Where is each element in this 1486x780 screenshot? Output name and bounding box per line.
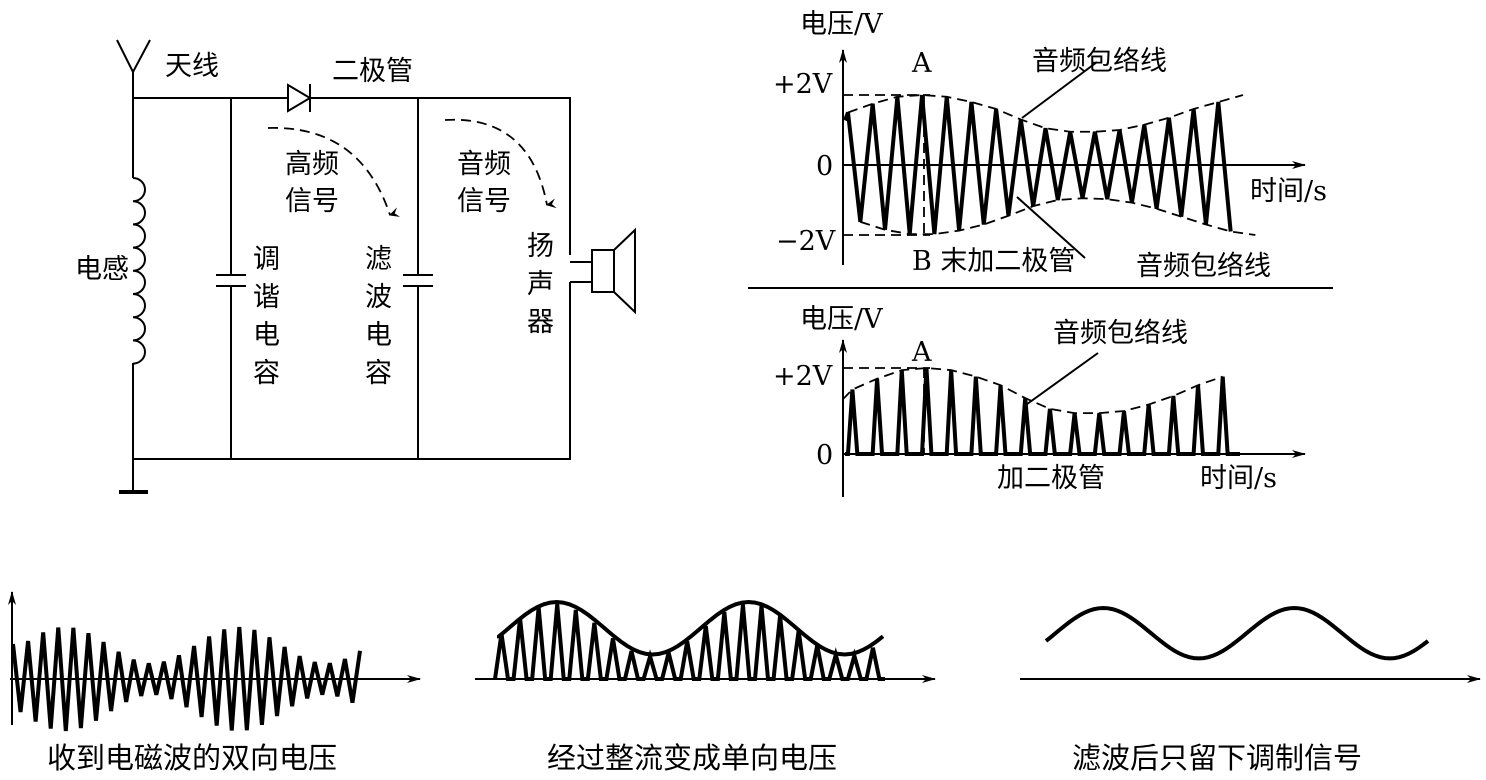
inductor-label: 电感 [75, 254, 129, 285]
svg-text:滤: 滤 [365, 244, 392, 275]
y-axis-label: 电压/V [800, 9, 883, 40]
svg-text:波: 波 [365, 282, 392, 313]
svg-text:信号: 信号 [285, 186, 339, 217]
y-tick-label: −2V [776, 226, 836, 257]
svg-text:声: 声 [527, 269, 554, 300]
envelope-label: 音频包络线 [1053, 318, 1188, 349]
tuning-capacitor-icon [216, 274, 246, 287]
y-tick-label: 0 [816, 151, 833, 182]
diode-label: 二极管 [332, 56, 413, 87]
svg-text:容: 容 [365, 358, 392, 389]
speaker-icon [591, 227, 636, 315]
filter-capacitor-icon [403, 274, 433, 287]
envelope [497, 599, 885, 657]
point-a-label: A [911, 337, 932, 368]
leader-line [1016, 196, 1086, 259]
rectified-voltage-chart: 经过整流变成单向电压 [475, 599, 936, 775]
reference-lines [843, 94, 930, 236]
point-a-label: A [911, 48, 932, 79]
hf-signal-arrow [267, 127, 401, 217]
antenna-label: 天线 [165, 51, 219, 82]
x-axis-label: 时间/s [1250, 176, 1327, 207]
inductor-icon [132, 177, 146, 365]
speaker-label: 扬 声 器 [527, 231, 554, 338]
svg-text:器: 器 [527, 307, 554, 338]
hf-signal-label: 高频 信号 [285, 149, 339, 217]
svg-text:高频: 高频 [285, 149, 339, 180]
filtered-signal-chart: 滤波后只留下调制信号 [1020, 605, 1481, 775]
y-axis-label: 电压/V [800, 304, 883, 335]
svg-text:电: 电 [365, 320, 392, 351]
circuit: 天线 二极管 电感 调 谐 电 容 [75, 39, 636, 494]
caption: 收到电磁波的双向电压 [47, 741, 337, 775]
svg-text:容: 容 [253, 358, 280, 389]
caption: 经过整流变成单向电压 [547, 741, 837, 775]
filter-capacitor-label: 滤 波 电 容 [365, 244, 392, 389]
svg-text:扬: 扬 [527, 231, 554, 262]
caption: 滤波后只留下调制信号 [1072, 741, 1362, 775]
y-tick-label: 0 [816, 440, 833, 471]
svg-text:调: 调 [253, 244, 280, 275]
leader-line [1021, 61, 1098, 119]
envelope-lower [860, 197, 1256, 236]
caption: 加二极管 [997, 463, 1105, 494]
envelope [842, 367, 1224, 415]
reference-lines [843, 367, 930, 454]
bidirectional-voltage-chart: 收到电磁波的双向电压 [7, 591, 421, 775]
antenna-icon [116, 39, 151, 98]
rectified-wave [493, 603, 885, 681]
x-axis-label: 时间/s [1200, 463, 1277, 494]
caption: B 末加二极管 [912, 246, 1075, 277]
leader-line [1022, 352, 1099, 408]
envelope-label-bottom: 音频包络线 [1136, 251, 1271, 282]
rectified-wave [845, 367, 1240, 456]
svg-text:音频: 音频 [457, 149, 511, 180]
audio-signal-wave [1044, 605, 1430, 661]
audio-signal-label: 音频 信号 [457, 149, 511, 217]
chart-with-diode: 电压/V 时间/s +2V 0 A 加二极管 音频包络线 [773, 304, 1306, 497]
y-tick-label: +2V [773, 69, 833, 100]
audio-signal-arrow [444, 118, 557, 209]
envelope-label-top: 音频包络线 [1032, 46, 1167, 77]
tuning-capacitor-label: 调 谐 电 容 [253, 244, 280, 389]
y-tick-label: +2V [773, 361, 833, 392]
diode-icon [287, 83, 312, 113]
chart-without-diode: 电压/V 时间/s +2V 0 −2V A B 末加二极管 音频包络线 音频包络… [773, 9, 1327, 282]
svg-text:信号: 信号 [457, 186, 511, 217]
received-wave [11, 626, 362, 732]
svg-text:电: 电 [253, 320, 280, 351]
svg-text:谐: 谐 [253, 282, 280, 313]
